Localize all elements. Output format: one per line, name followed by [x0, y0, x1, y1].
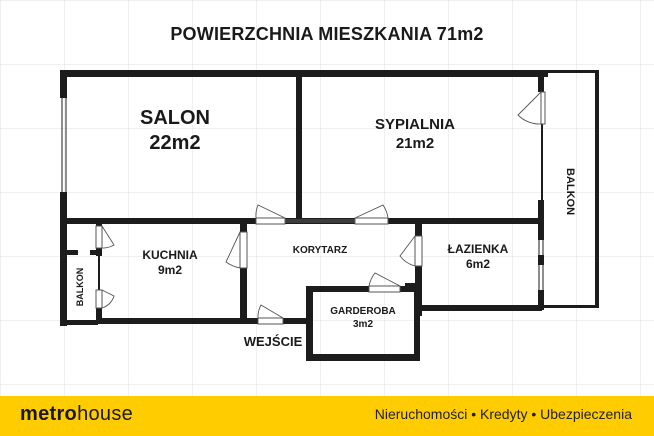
room-salon-area: 22m2 [149, 132, 201, 154]
room-kuchnia-name: KUCHNIA [142, 248, 198, 262]
room-garderoba-area: 3m2 [352, 318, 373, 330]
floor-plan-walls [60, 70, 599, 361]
room-lazienka-area: 6m2 [465, 257, 491, 271]
room-lazienka: ŁAZIENKA 6m2 [420, 242, 536, 272]
room-korytarz-name: KORYTARZ [292, 245, 348, 256]
entrance-label: WEJŚCIE [243, 334, 303, 349]
room-sypialnia: SYPIALNIA 21m2 [340, 116, 490, 154]
room-salon-name: SALON [140, 107, 210, 129]
metrohouse-logo: metrohouse [20, 403, 133, 426]
room-garderoba-name: GARDEROBA [330, 306, 396, 317]
brand-bold: metro [20, 403, 78, 425]
room-lazienka-name: ŁAZIENKA [447, 242, 509, 256]
room-kuchnia-area: 9m2 [157, 263, 183, 277]
room-salon: SALON 22m2 [100, 106, 250, 156]
floor-plan-canvas: POWIERZCHNIA MIESZKANIA 71m2 [0, 0, 654, 396]
balcony-right-label: BALKON [564, 168, 576, 216]
plan-title: POWIERZCHNIA MIESZKANIA 71m2 [170, 24, 484, 44]
brand-light: house [77, 403, 134, 425]
room-sypialnia-name: SYPIALNIA [374, 116, 455, 133]
room-sypialnia-area: 21m2 [395, 134, 435, 152]
balcony-left-label: BALKON [75, 267, 85, 307]
room-kuchnia: KUCHNIA 9m2 [110, 248, 230, 278]
room-korytarz: KORYTARZ [270, 245, 370, 258]
footer-bar: metrohouse Nieruchomości • Kredyty • Ube… [0, 396, 654, 436]
room-garderoba: GARDEROBA 3m2 [313, 306, 413, 331]
footer-tagline: Nieruchomości • Kredyty • Ubezpieczenia [374, 406, 632, 422]
